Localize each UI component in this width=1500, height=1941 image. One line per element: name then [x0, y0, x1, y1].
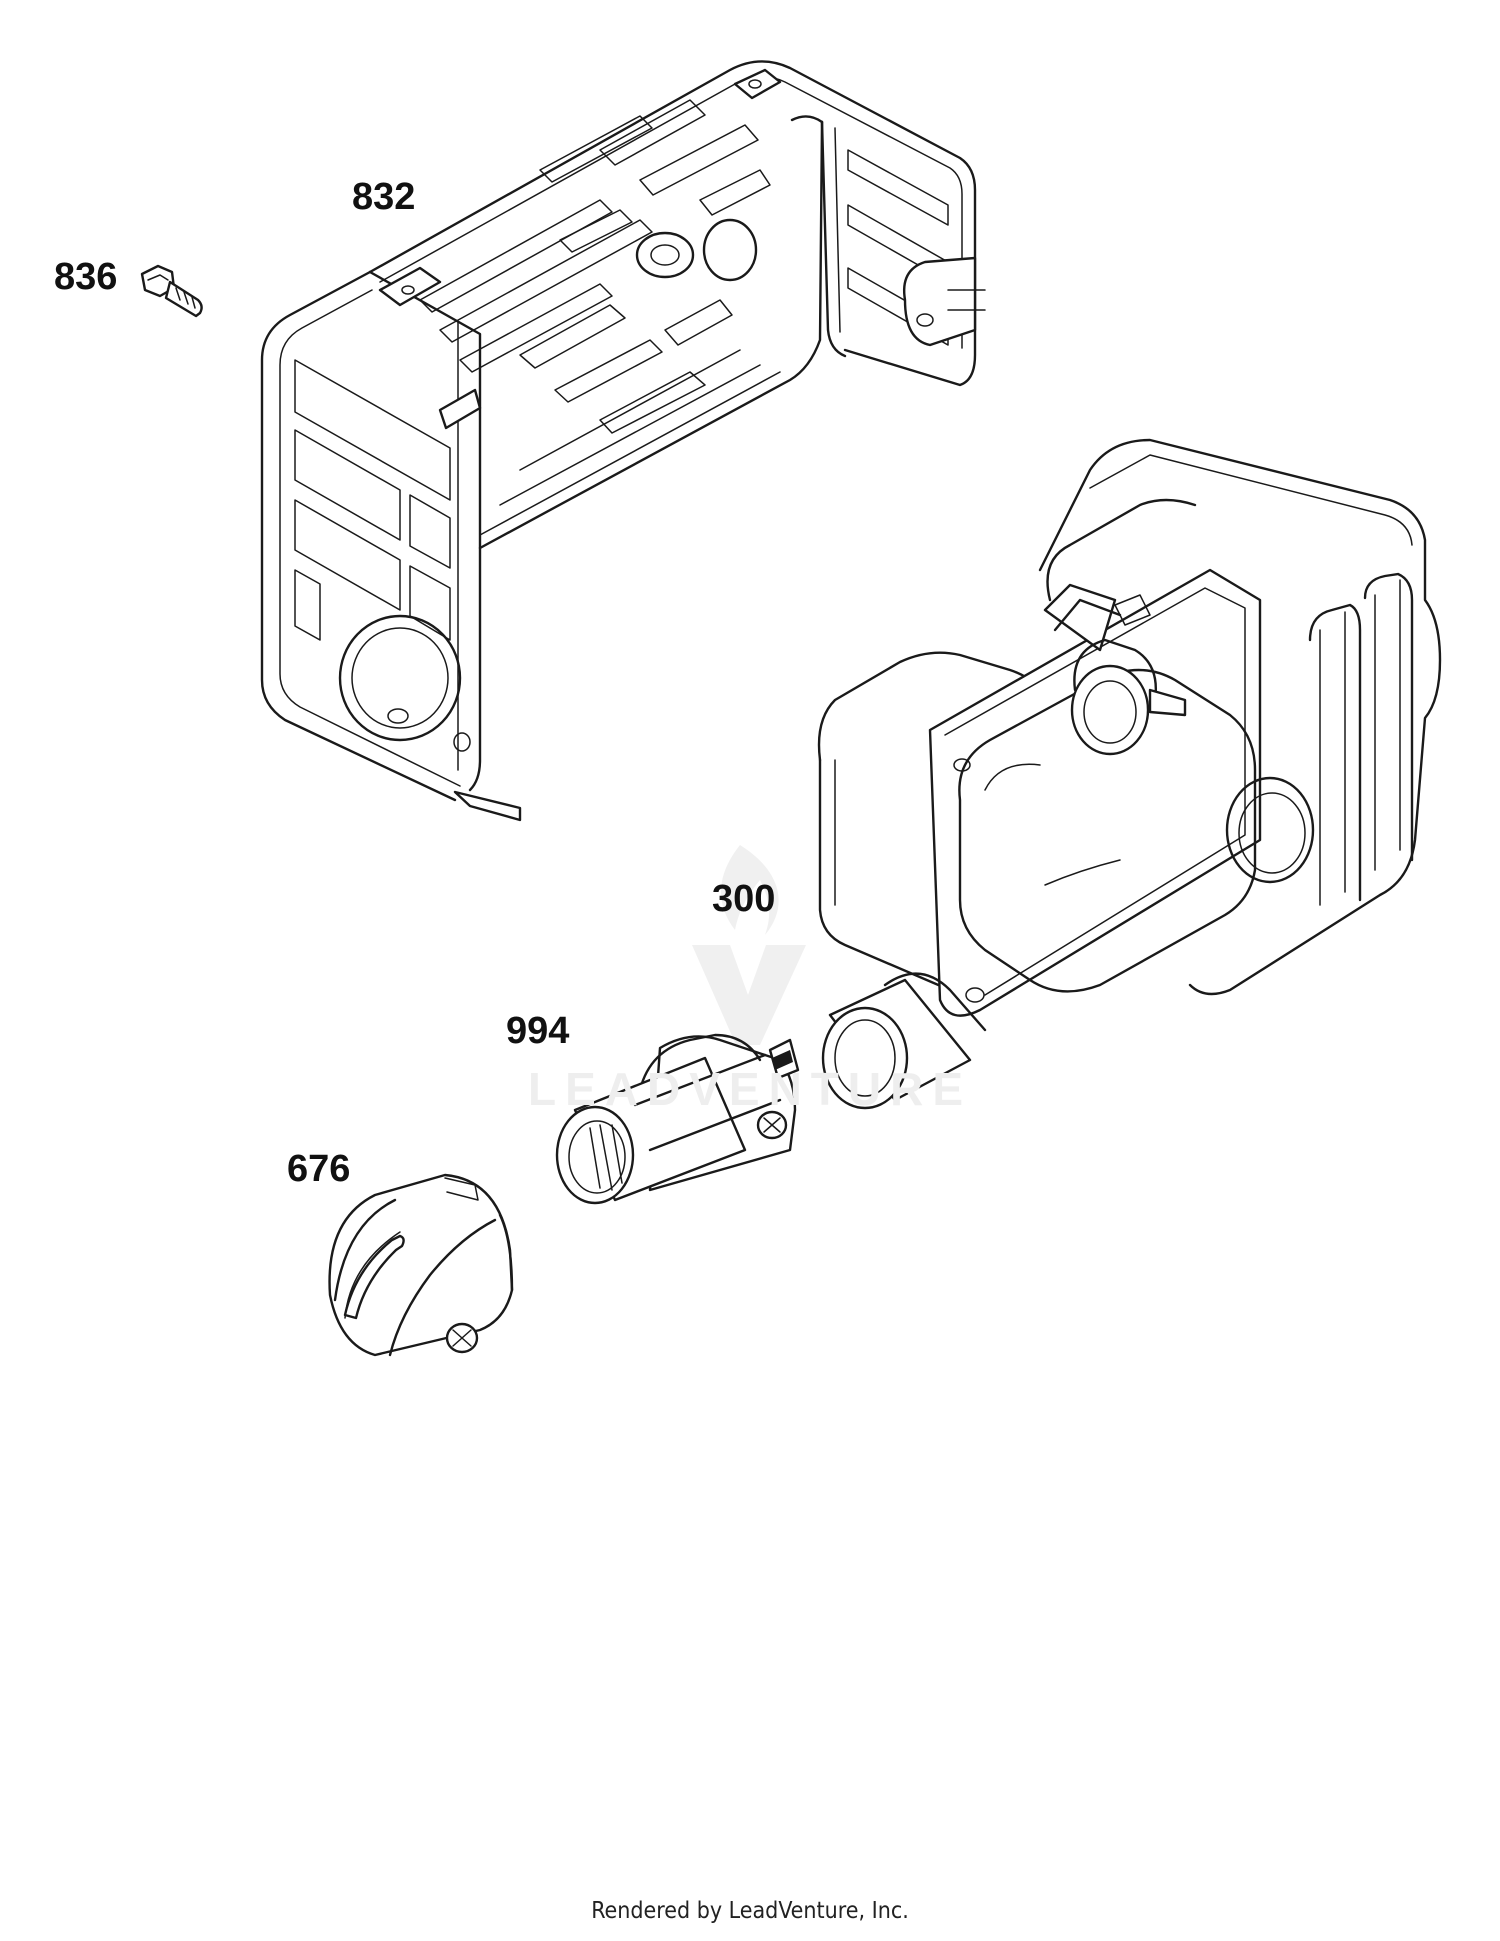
leadventure-logo-icon — [692, 845, 806, 1045]
muffler-icon — [817, 438, 1442, 1110]
callout-836: 836 — [54, 256, 118, 298]
callout-994: 994 — [506, 1010, 570, 1052]
deflector-icon — [328, 1173, 514, 1357]
flange-screw-icon — [140, 264, 203, 318]
watermark: LEADVENTURE — [527, 1063, 973, 1115]
callout-832: 832 — [352, 176, 416, 218]
footer-credit: Rendered by LeadVenture, Inc. — [591, 1898, 909, 1924]
callout-676: 676 — [287, 1148, 351, 1190]
spark-arrester-icon — [555, 1033, 800, 1205]
heat-shield-icon — [260, 60, 986, 822]
callout-300: 300 — [712, 878, 776, 920]
